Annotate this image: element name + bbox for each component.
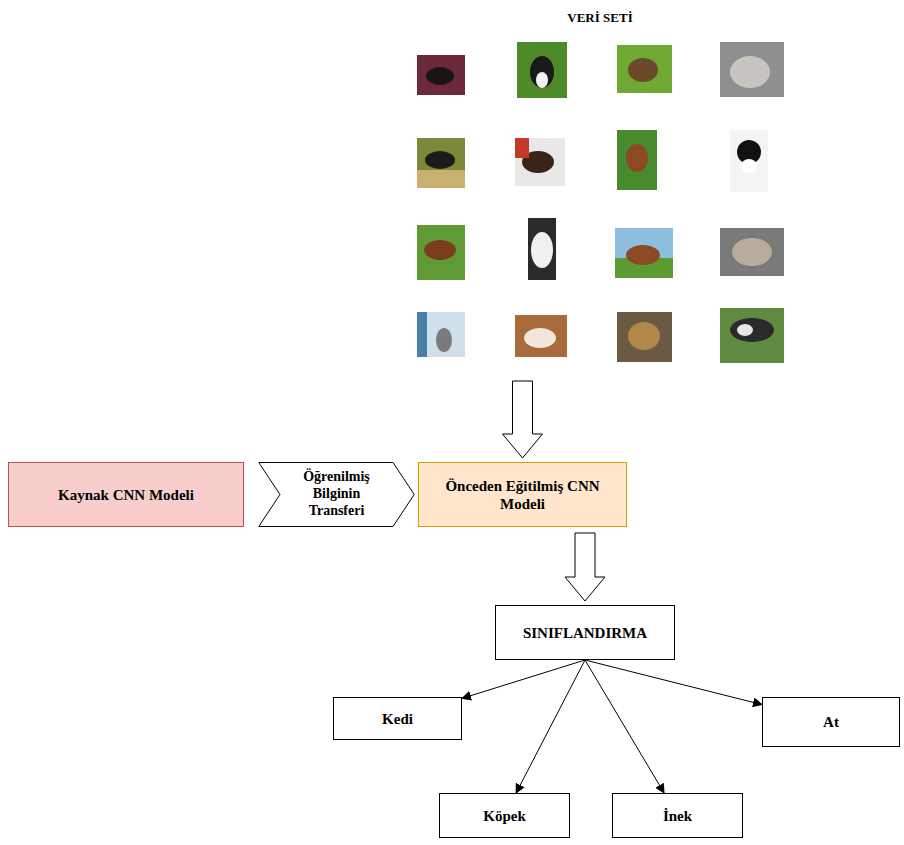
dataset-region: VERİ SETİ bbox=[410, 8, 790, 375]
node-label: SINIFLANDIRMA bbox=[523, 624, 647, 642]
photo bbox=[720, 42, 784, 97]
block-arrow bbox=[565, 533, 605, 601]
class-box: Köpek bbox=[439, 793, 570, 838]
class-box: İnek bbox=[612, 793, 743, 838]
arrow-connector bbox=[585, 660, 762, 705]
arrow-connector bbox=[516, 660, 585, 793]
photo bbox=[417, 312, 465, 357]
photo bbox=[615, 228, 673, 278]
photo bbox=[515, 315, 567, 357]
classification-box: SINIFLANDIRMA bbox=[495, 605, 675, 660]
photo bbox=[417, 138, 465, 188]
photo bbox=[528, 218, 556, 280]
node-label: Kedi bbox=[382, 710, 413, 728]
pretrained-model-box: Önceden Eğitilmiş CNN Modeli bbox=[418, 462, 627, 527]
node-label: VERİ SETİ bbox=[567, 10, 632, 26]
source-model-box: Kaynak CNN Modeli bbox=[8, 462, 244, 527]
photo bbox=[417, 225, 465, 280]
arrow-connector bbox=[462, 660, 585, 698]
photo bbox=[617, 45, 672, 93]
chevron-shape bbox=[259, 463, 414, 527]
class-box: At bbox=[762, 697, 900, 747]
photo bbox=[730, 130, 768, 192]
block-arrow bbox=[503, 381, 543, 458]
photo bbox=[617, 312, 672, 362]
transfer-chevron: Öğrenilmiş Bilginin Transferi bbox=[258, 462, 415, 527]
class-box: Kedi bbox=[333, 697, 462, 740]
node-label: Öğrenilmiş Bilginin Transferi bbox=[288, 469, 385, 519]
arrow-connector bbox=[585, 660, 664, 793]
photo bbox=[417, 55, 465, 95]
node-label: Kaynak CNN Modeli bbox=[58, 486, 194, 504]
photo bbox=[720, 228, 784, 276]
photo bbox=[720, 308, 784, 363]
photo bbox=[517, 42, 567, 98]
photo bbox=[515, 138, 565, 186]
photo bbox=[617, 130, 657, 190]
node-label: Köpek bbox=[483, 807, 526, 825]
node-label: İnek bbox=[663, 807, 692, 825]
node-label: At bbox=[823, 713, 839, 731]
node-label: Önceden Eğitilmiş CNN Modeli bbox=[429, 477, 616, 513]
